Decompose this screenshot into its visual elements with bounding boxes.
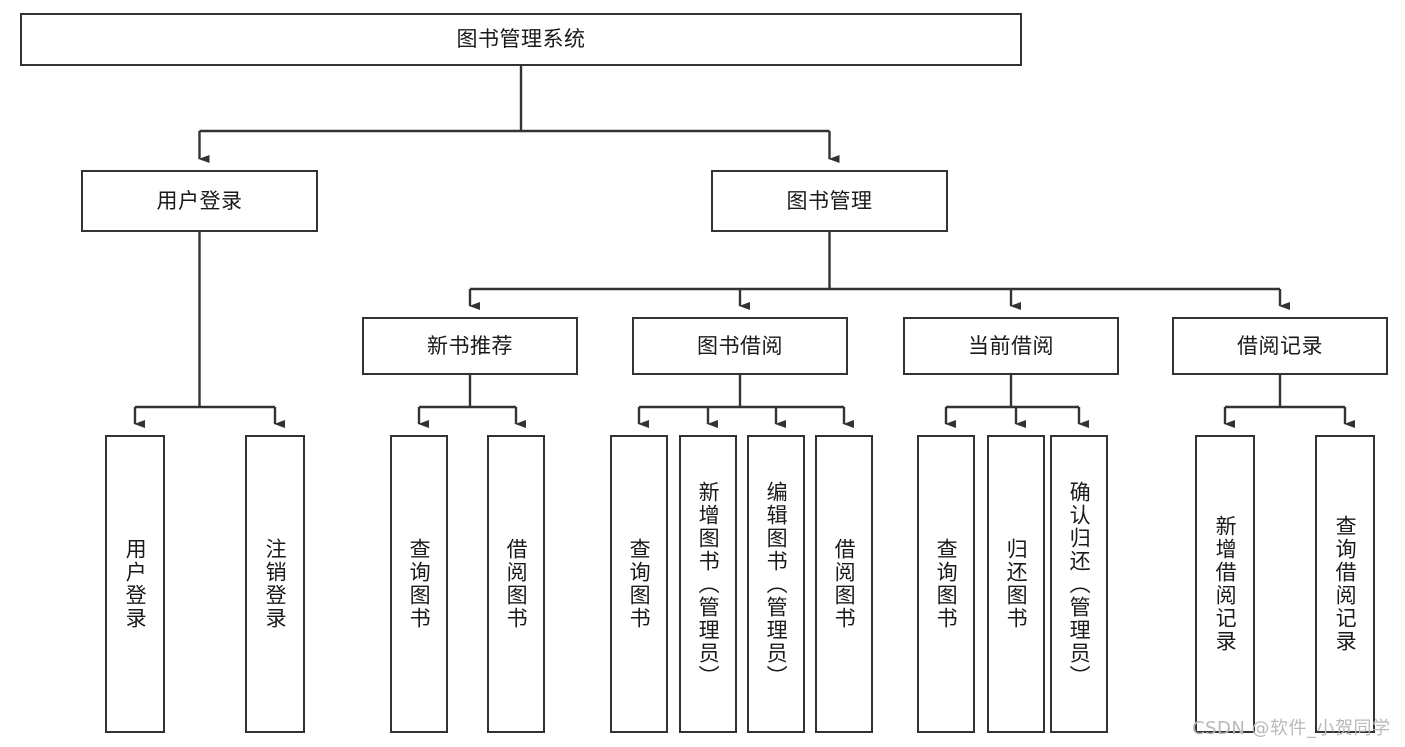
node-borrow-record: 借阅记录 xyxy=(1172,317,1388,375)
node-leaf-return-book: 归还图书 xyxy=(987,435,1045,733)
node-current-borrow: 当前借阅 xyxy=(903,317,1119,375)
node-label: 用户登录 xyxy=(123,538,148,630)
node-leaf-edit-book: 编辑图书（管理员） xyxy=(747,435,805,733)
node-leaf-confirm-return: 确认归还（管理员） xyxy=(1050,435,1108,733)
node-label: 图书管理 xyxy=(786,188,873,213)
watermark: CSDN @软件_小贺同学 xyxy=(1192,718,1391,739)
node-label: 确认归还（管理员） xyxy=(1067,480,1092,688)
node-root: 图书管理系统 xyxy=(20,13,1022,66)
node-label: 图书借阅 xyxy=(697,333,783,358)
node-leaf-user-login: 用户登录 xyxy=(105,435,165,733)
node-leaf-logout: 注销登录 xyxy=(245,435,305,733)
node-leaf-query-record: 查询借阅记录 xyxy=(1315,435,1375,733)
node-leaf-query-book-3: 查询图书 xyxy=(917,435,975,733)
node-label: 编辑图书（管理员） xyxy=(764,480,789,688)
node-new-book-rec: 新书推荐 xyxy=(362,317,578,375)
node-label: 查询图书 xyxy=(627,538,652,630)
node-leaf-query-book-2: 查询图书 xyxy=(610,435,668,733)
node-label: 用户登录 xyxy=(156,188,243,213)
node-leaf-add-book: 新增图书（管理员） xyxy=(679,435,737,733)
node-label: 查询图书 xyxy=(407,538,432,630)
node-label: 新增图书（管理员） xyxy=(696,480,721,688)
node-label: 新书推荐 xyxy=(427,333,513,358)
node-label: 查询图书 xyxy=(934,538,959,630)
node-label: 借阅图书 xyxy=(504,538,529,630)
node-leaf-borrow-book-2: 借阅图书 xyxy=(815,435,873,733)
node-label: 图书管理系统 xyxy=(456,27,586,52)
node-label: 借阅记录 xyxy=(1237,333,1323,358)
node-leaf-borrow-book-1: 借阅图书 xyxy=(487,435,545,733)
node-user-login: 用户登录 xyxy=(81,170,318,232)
node-label: 归还图书 xyxy=(1004,538,1029,630)
node-leaf-add-record: 新增借阅记录 xyxy=(1195,435,1255,733)
node-label: 新增借阅记录 xyxy=(1213,515,1238,653)
connector-lines xyxy=(133,66,1355,428)
node-book-borrow: 图书借阅 xyxy=(632,317,848,375)
node-book-admin: 图书管理 xyxy=(711,170,948,232)
node-label: 注销登录 xyxy=(263,538,288,630)
node-leaf-query-book-1: 查询图书 xyxy=(390,435,448,733)
node-label: 当前借阅 xyxy=(968,333,1054,358)
node-label: 查询借阅记录 xyxy=(1333,515,1358,653)
node-label: 借阅图书 xyxy=(832,538,857,630)
